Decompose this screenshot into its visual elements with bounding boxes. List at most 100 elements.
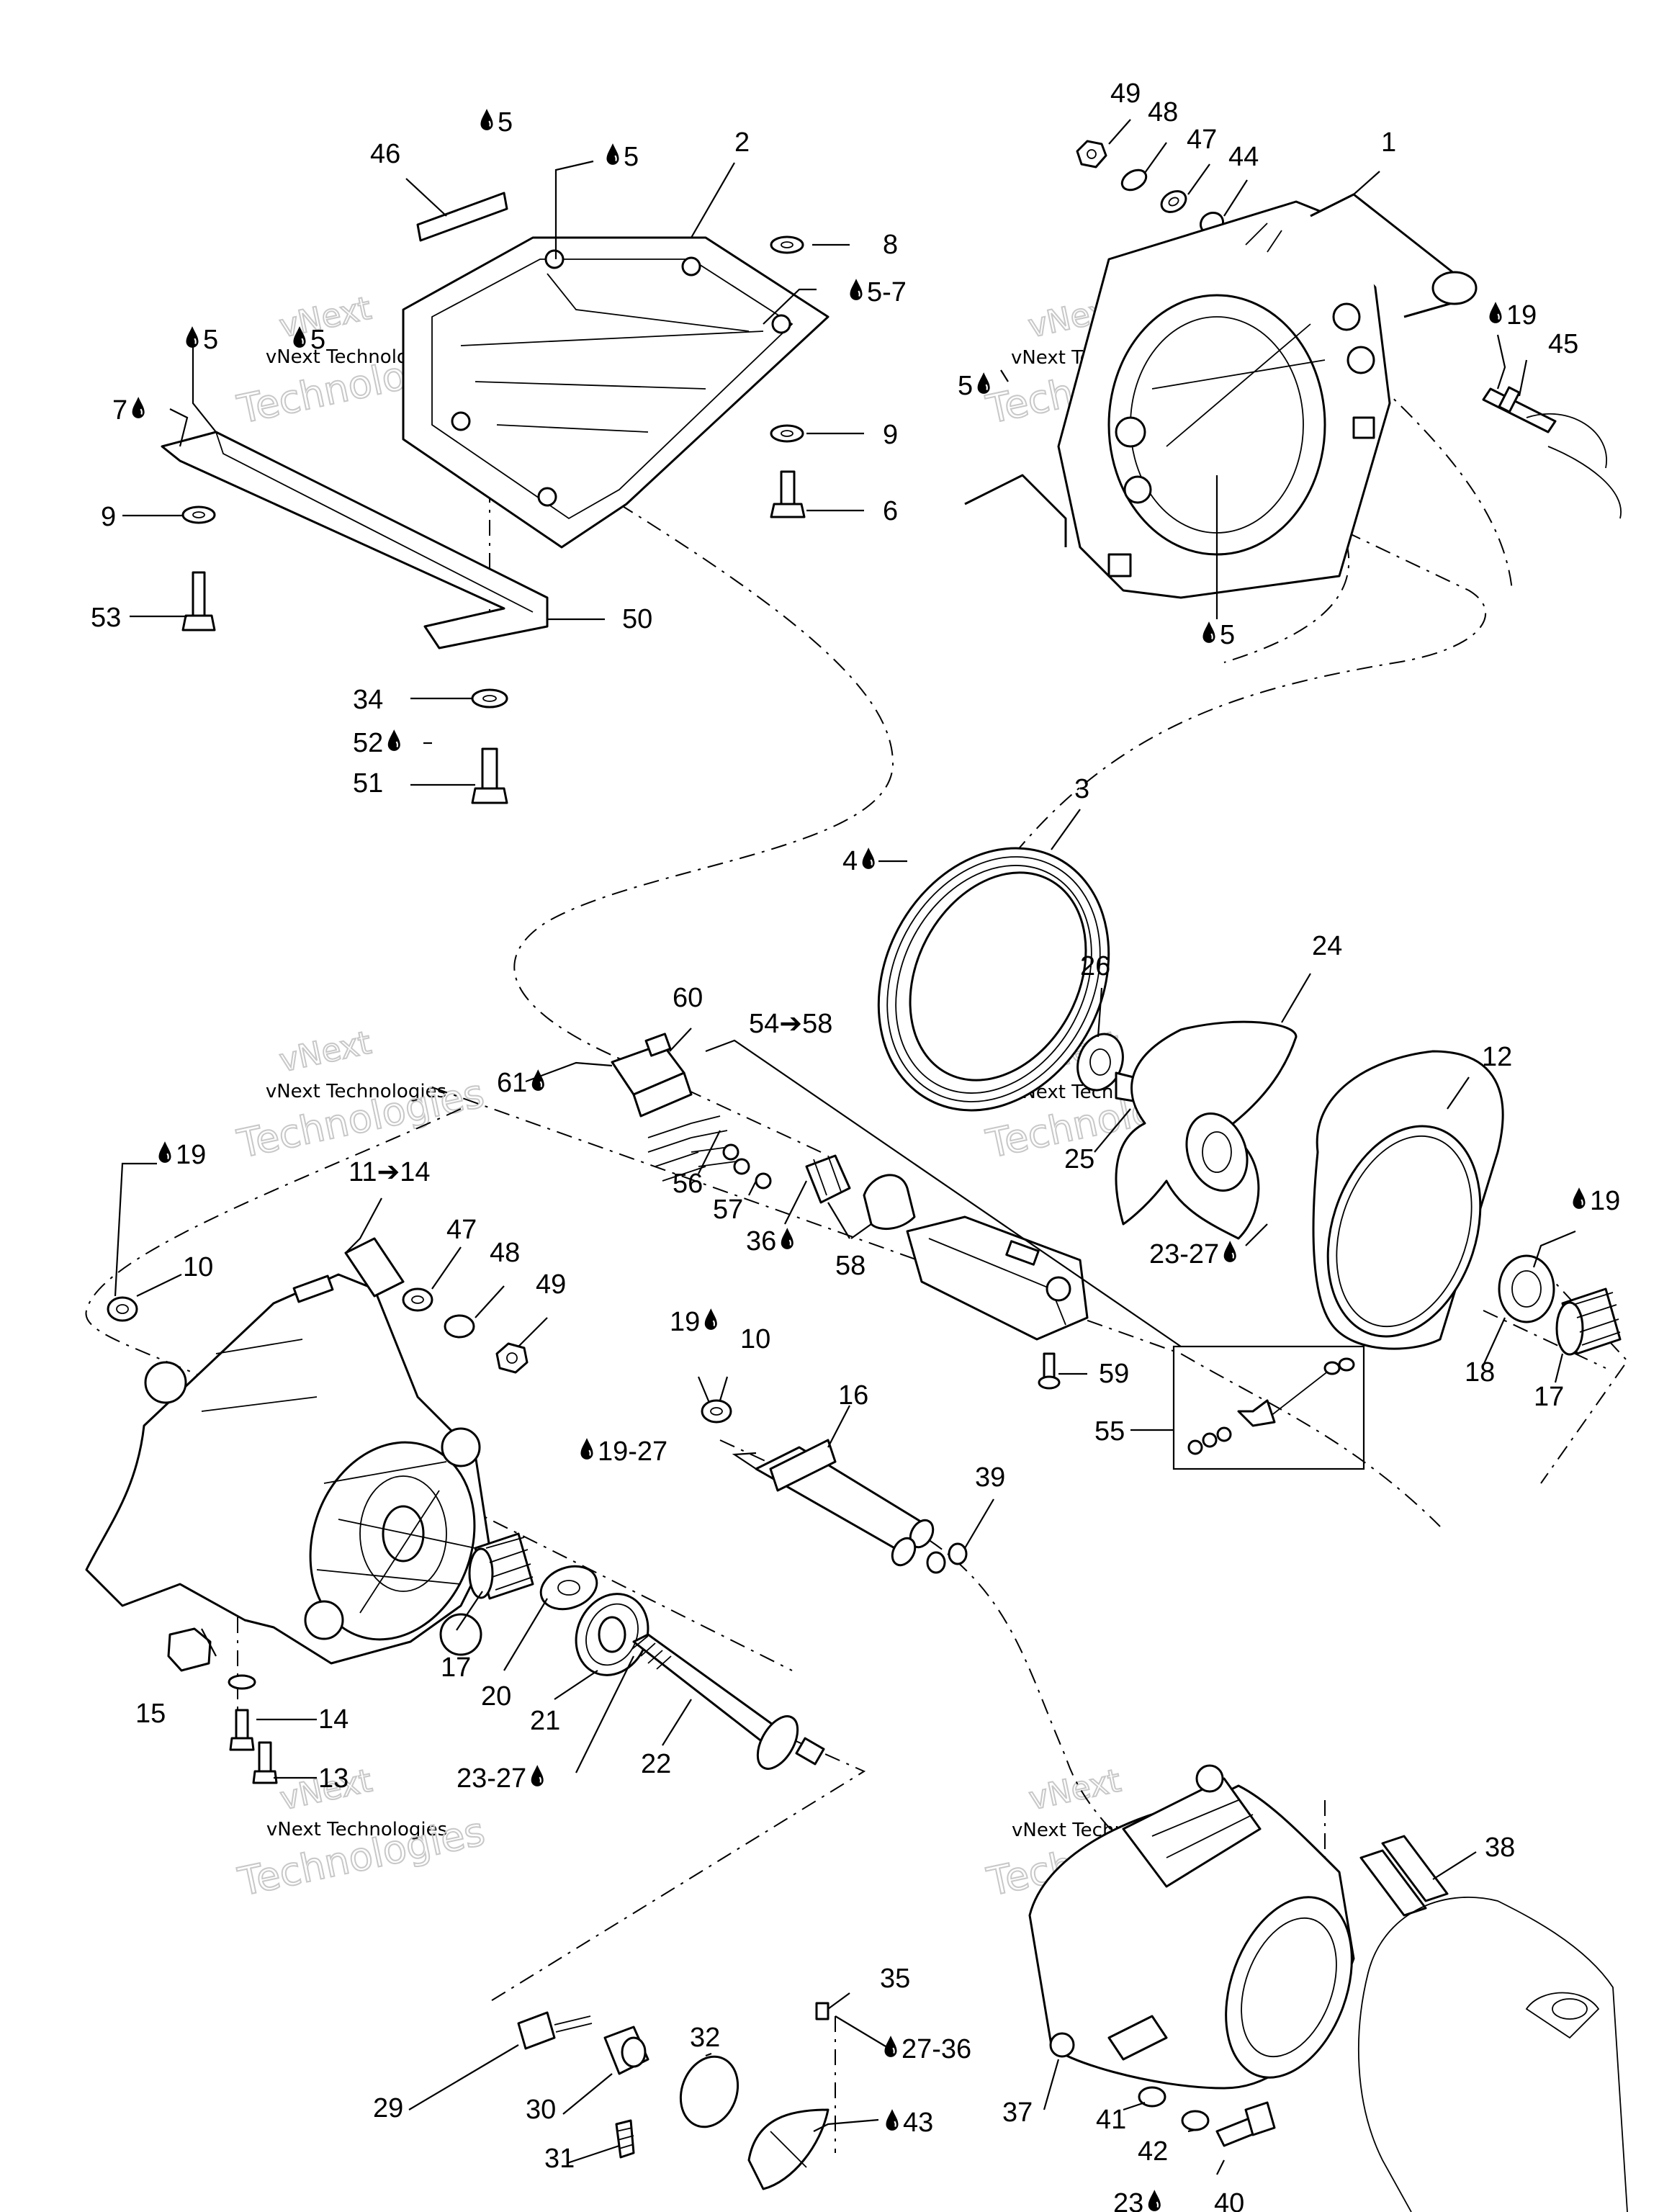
callout-c51: 51 (353, 768, 383, 799)
part-32-oring (679, 2055, 739, 2128)
callout-c57a: 5-7 (849, 277, 907, 307)
lubricant-drop-icon (185, 325, 199, 349)
callout-number: 19 (670, 1307, 700, 1337)
callout-number: 56 (673, 1169, 703, 1199)
part-10-washer-left (107, 1296, 138, 1322)
callout-number: 5 (310, 325, 325, 355)
callout-number: 2 (734, 127, 750, 158)
part-20-washer (539, 1565, 598, 1611)
callout-number: 1 (1381, 127, 1396, 158)
callout-number: 48 (1148, 97, 1178, 127)
callout-c5458: 54➔58 (749, 1009, 832, 1039)
callout-number: 8 (883, 230, 898, 260)
callout-c52: 52 (353, 728, 401, 758)
lubricant-drop-icon (1572, 1187, 1586, 1210)
callout-c12: 12 (1482, 1042, 1512, 1072)
callout-number: 34 (353, 685, 383, 715)
part-57-seals (722, 1143, 772, 1190)
callout-c5f: 5 (1202, 620, 1235, 650)
callout-number: 19-27 (598, 1437, 667, 1467)
part-46-wear-block (416, 192, 508, 242)
callout-c19c: 19 (158, 1140, 206, 1170)
part-9-washer-left (181, 505, 216, 524)
callout-number: 23-27 (1149, 1239, 1219, 1269)
callout-c48a: 48 (1148, 97, 1178, 127)
callout-c47a: 47 (1187, 125, 1217, 155)
callout-c10a: 10 (183, 1252, 213, 1282)
callout-number: 14 (318, 1704, 349, 1735)
callout-c5e: 5 (958, 371, 991, 401)
callout-c2736: 27-36 (884, 2034, 971, 2064)
part-42-washer (1181, 2110, 1210, 2131)
lubricant-drop-icon (580, 1437, 594, 1460)
callout-c3: 3 (1074, 774, 1089, 804)
callout-number: 55 (1094, 1416, 1125, 1447)
callout-c35: 35 (880, 1964, 910, 1994)
watermark-text: vNext Technologies (266, 1081, 446, 1102)
part-38-pins (1359, 1835, 1449, 1917)
lubricant-drop-icon (849, 278, 863, 301)
kit-bracket-54-58 (705, 1039, 1182, 1347)
callout-c17b: 17 (1534, 1382, 1564, 1412)
callout-number: 57 (713, 1195, 743, 1225)
callout-number: 35 (880, 1964, 910, 1994)
lubricant-drop-icon (1223, 1240, 1237, 1263)
part-2-ride-plate (402, 236, 830, 549)
part-39-orings (926, 1542, 968, 1574)
part-59-bracket-assembly (906, 1215, 1089, 1390)
part-15-block (167, 1627, 212, 1672)
callout-c43: 43 (885, 2108, 933, 2138)
part-11-pump-housing (85, 1237, 491, 1665)
callout-c29: 29 (373, 2093, 403, 2123)
callout-number: 7 (112, 395, 127, 426)
callout-c5c: 5 (185, 325, 218, 355)
callout-c5d: 5 (292, 325, 325, 355)
phantom-lines (85, 222, 1629, 2153)
callout-number: 10 (183, 1252, 213, 1282)
part-17-bearing-left (468, 1532, 534, 1600)
callout-number: 11➔14 (349, 1157, 431, 1187)
lubricant-drop-icon (780, 1227, 794, 1250)
callout-c49a: 49 (1110, 78, 1141, 109)
lubricant-drop-icon (703, 1308, 718, 1331)
callout-c39: 39 (975, 1462, 1005, 1493)
callout-number: 5 (498, 107, 513, 138)
lubricant-drop-icon (976, 372, 991, 395)
part-10-washer-mid (701, 1399, 732, 1424)
leader-lines (114, 119, 1576, 2175)
part-58-cap (863, 1174, 916, 1231)
part-56-terminals (647, 1115, 742, 1182)
part-3-wear-ring (877, 847, 1110, 1112)
callout-number: 18 (1465, 1357, 1495, 1388)
callout-c34: 34 (353, 685, 383, 715)
callout-number: 31 (544, 2144, 575, 2174)
callout-number: 9 (101, 502, 116, 532)
callout-c60: 60 (673, 983, 703, 1013)
callout-c1: 1 (1381, 127, 1396, 158)
callout-c1114: 11➔14 (349, 1157, 431, 1187)
callout-c19b: 19 (1572, 1186, 1620, 1216)
callout-number: 41 (1096, 2105, 1126, 2135)
callout-c44: 44 (1228, 142, 1259, 172)
callout-number: 16 (838, 1380, 868, 1411)
callout-number: 47 (1187, 125, 1217, 155)
callout-c10b: 10 (740, 1324, 770, 1354)
callout-c15: 15 (135, 1699, 166, 1729)
callout-number: 52 (353, 728, 383, 758)
callout-c46: 46 (370, 139, 400, 169)
part-41-washer (1138, 2086, 1166, 2108)
callout-number: 26 (1080, 951, 1110, 981)
callout-c36: 36 (746, 1226, 794, 1256)
watermark-text: vNext Technologies (266, 1819, 447, 1840)
lubricant-drop-icon (480, 108, 494, 131)
lubricant-drop-icon (387, 729, 401, 752)
callout-number: 15 (135, 1699, 166, 1729)
callout-number: 5 (1220, 620, 1235, 650)
lubricant-drop-icon (158, 1141, 172, 1164)
callout-number: 29 (373, 2093, 403, 2123)
lubricant-drop-icon (606, 143, 620, 166)
part-18-seal (1498, 1254, 1555, 1323)
callout-number: 27-36 (902, 2034, 971, 2064)
callout-number: 36 (746, 1226, 776, 1256)
